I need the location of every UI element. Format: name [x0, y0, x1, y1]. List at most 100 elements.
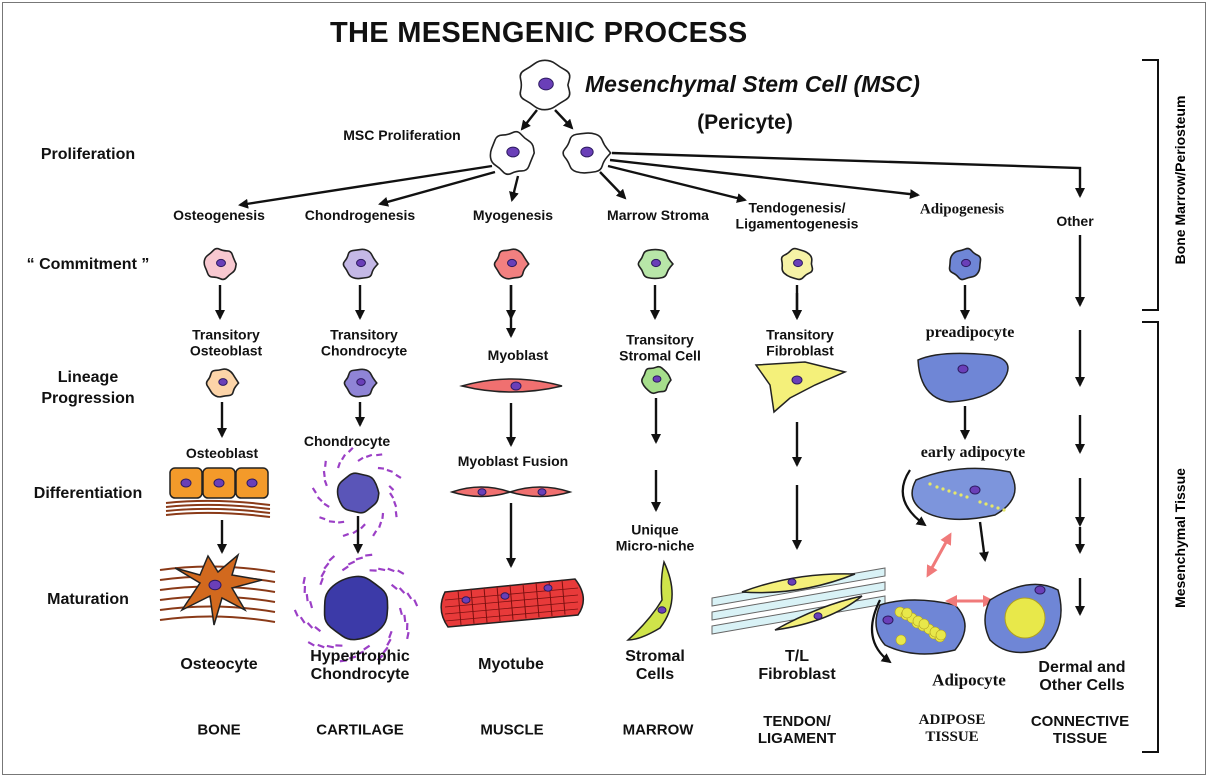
- stage-preadipocyte: preadipocyte: [925, 324, 1015, 342]
- final-osteocyte: Osteocyte: [180, 656, 258, 674]
- nucleus: [882, 615, 894, 625]
- nucleus: [506, 146, 520, 158]
- bone-matrix-line: [165, 511, 271, 518]
- hypertrophic-chondrocyte-cell: [323, 575, 389, 641]
- collagen-fiber: [377, 466, 385, 470]
- collagen-fiber: [319, 577, 324, 586]
- branch-arrow-adipo: [609, 158, 920, 200]
- collagen-fiber: [347, 446, 354, 453]
- lipid-droplet: [978, 500, 982, 504]
- nucleus: [246, 478, 258, 488]
- nucleus: [218, 378, 228, 386]
- nucleus: [510, 381, 522, 391]
- lipid-droplet: [965, 495, 969, 499]
- tissue-marrow: MARROW: [622, 721, 694, 739]
- myotube-striation: [535, 582, 540, 618]
- collagen-fiber: [398, 607, 403, 616]
- myotube-striation: [496, 586, 501, 622]
- collagen-fiber: [305, 594, 309, 602]
- lipid-droplet: [990, 504, 994, 508]
- collagen-fiber: [320, 570, 326, 578]
- final-adipocyte: Adipocyte: [932, 670, 1006, 690]
- collagen-fiber: [376, 453, 383, 457]
- branch-arrow-tendo: [607, 164, 747, 203]
- lipid-droplet: [928, 482, 932, 486]
- tissue-tendon-ligament: TENDON/ LIGAMENT: [757, 713, 837, 747]
- collagen-fiber: [357, 456, 364, 462]
- collagen-fiber: [319, 516, 326, 521]
- collagen-fiber: [387, 567, 395, 573]
- nucleus: [793, 258, 803, 268]
- msc-proliferation-label: MSC Proliferation: [343, 127, 461, 144]
- nucleus: [180, 478, 192, 488]
- lipid-droplet: [984, 502, 988, 506]
- tissue-adipose: ADIPOSE TISSUE: [918, 712, 986, 745]
- collagen-fiber: [393, 500, 398, 508]
- final-myotube: Myotube: [478, 656, 544, 674]
- collagen-fiber: [307, 641, 315, 647]
- final-dermal-cells: Dermal and Other Cells: [1038, 659, 1126, 694]
- collagen-fiber: [390, 583, 398, 590]
- stage-transitory-fibroblast: Transitory Fibroblast: [766, 326, 834, 358]
- nucleus: [957, 364, 969, 374]
- collagen-fiber: [413, 599, 419, 607]
- stage-myoblast: Myoblast: [487, 347, 549, 364]
- collagen-fiber: [311, 487, 317, 494]
- collagen-fiber: [317, 643, 325, 649]
- collagen-fiber: [365, 453, 373, 458]
- lipid-droplet: [941, 487, 945, 491]
- myotube-striation: [522, 583, 527, 619]
- collagen-fiber: [389, 492, 395, 499]
- lipid-droplet: [918, 618, 930, 630]
- nucleus: [208, 579, 222, 591]
- bracket-mesenchymal: [1142, 321, 1159, 753]
- tissue-muscle: MUSCLE: [480, 721, 544, 739]
- row-label-commitment: “ Commitment ”: [26, 256, 150, 274]
- reversible-arrow: [926, 532, 952, 578]
- myotube-striation: [444, 608, 579, 622]
- collagen-fiber: [365, 553, 373, 557]
- collagen-fiber: [322, 470, 326, 478]
- collagen-fiber: [314, 626, 322, 633]
- collagen-fiber: [323, 562, 330, 570]
- early-adipocyte-cell: [911, 467, 1016, 521]
- collagen-fiber: [309, 600, 314, 609]
- branch-arrow-marrow: [599, 171, 627, 200]
- collagen-fiber: [403, 614, 407, 622]
- stage-transitory-osteoblast: Transitory Osteoblast: [189, 326, 263, 358]
- collagen-fiber: [360, 523, 366, 530]
- stem-arrow-left: [520, 109, 538, 131]
- collagen-fiber: [386, 468, 393, 473]
- collagen-fiber: [339, 659, 347, 663]
- lipid-droplet: [901, 607, 913, 619]
- nucleus: [961, 258, 971, 268]
- collagen-fiber: [306, 622, 314, 629]
- stage-transitory-chondrocyte: Transitory Chondrocyte: [320, 326, 408, 358]
- bone-matrix-line: [165, 507, 271, 514]
- nucleus: [461, 596, 471, 604]
- adipo-curve-arrow: [901, 469, 927, 527]
- stage-transitory-stromal: Transitory Stromal Cell: [619, 331, 701, 363]
- tissue-bone: BONE: [197, 721, 241, 739]
- collagen-fiber: [302, 576, 306, 585]
- row-label-progression: Progression: [41, 390, 135, 408]
- branch-arrow-osteo: [238, 164, 493, 209]
- nucleus: [813, 612, 823, 620]
- collagen-bundle: [711, 581, 886, 621]
- preadipocyte-cell: [917, 352, 1009, 403]
- transitory-fibroblast-cell: [754, 361, 848, 414]
- collagen-fiber: [382, 646, 389, 654]
- side-label-mesenchymal-tissue: Mesenchymal Tissue: [1172, 468, 1188, 608]
- lipid-droplet: [947, 489, 951, 493]
- nucleus: [969, 485, 981, 495]
- stage-micro-niche: Unique Micro-niche: [615, 521, 695, 553]
- row-label-proliferation: Proliferation: [40, 146, 136, 164]
- collagen-fiber: [388, 485, 395, 491]
- collagen-fiber: [398, 587, 406, 594]
- collagen-fiber: [348, 655, 357, 660]
- collagen-fiber: [356, 650, 365, 656]
- nucleus: [651, 258, 661, 268]
- lipid-droplet: [996, 506, 1000, 510]
